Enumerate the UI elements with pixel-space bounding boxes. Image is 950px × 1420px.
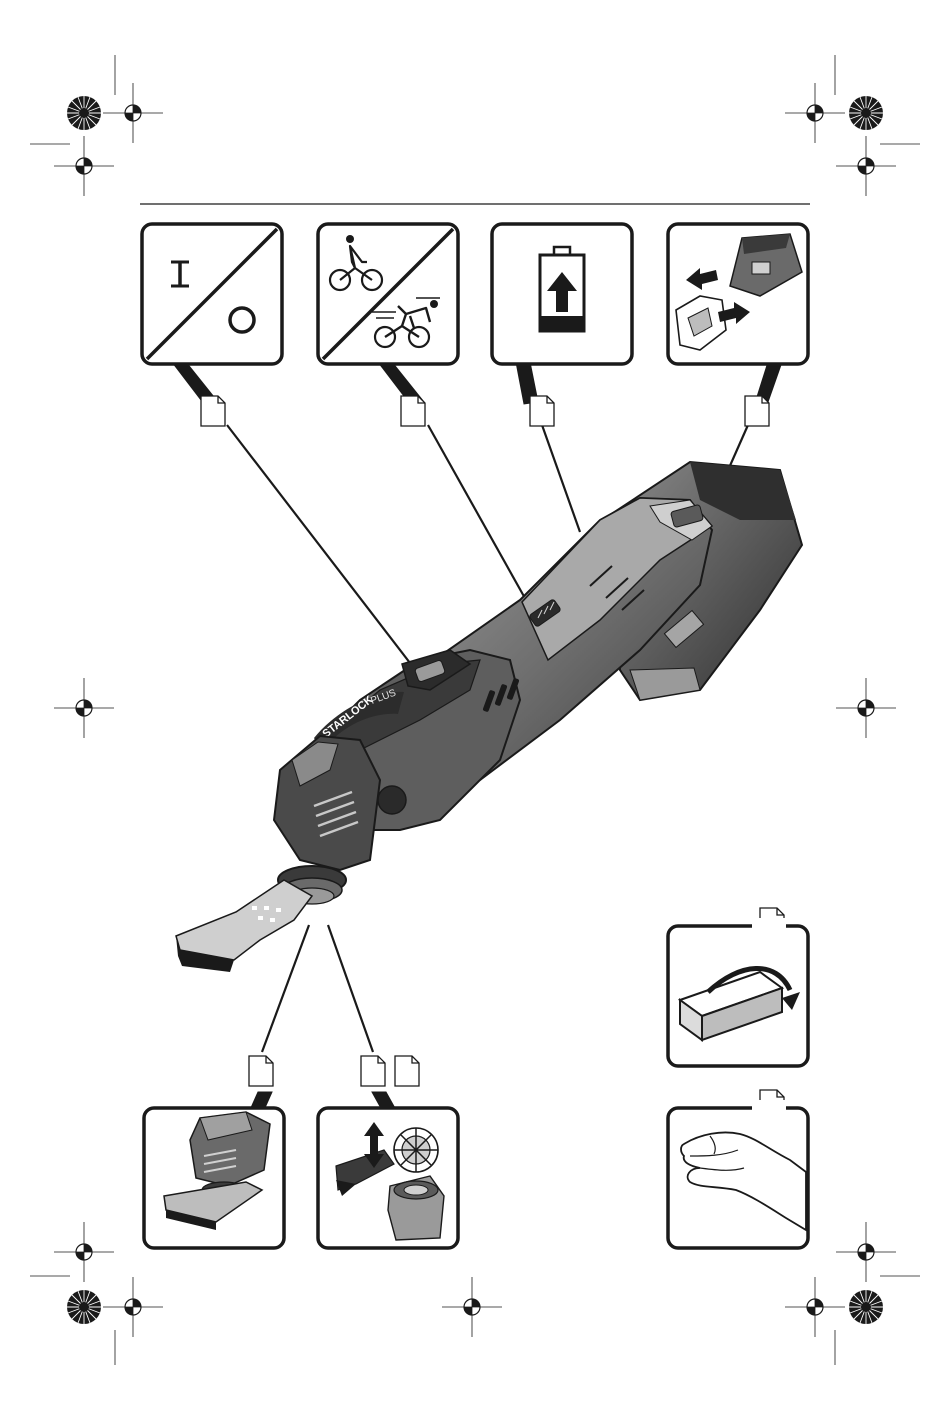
sanding-plate-icon [144, 1108, 284, 1248]
workpiece-rotate-icon [668, 918, 808, 1066]
hand-grip-icon [668, 1100, 808, 1248]
battery-charge-icon [492, 224, 632, 364]
battery-insert-icon [668, 224, 808, 364]
cyclist-speed-icon [318, 224, 458, 364]
on-off-switch-icon [142, 224, 282, 364]
multi-tool-illustration: STARLOCK PLUS [176, 462, 802, 972]
blade-change-icon [318, 1108, 458, 1248]
